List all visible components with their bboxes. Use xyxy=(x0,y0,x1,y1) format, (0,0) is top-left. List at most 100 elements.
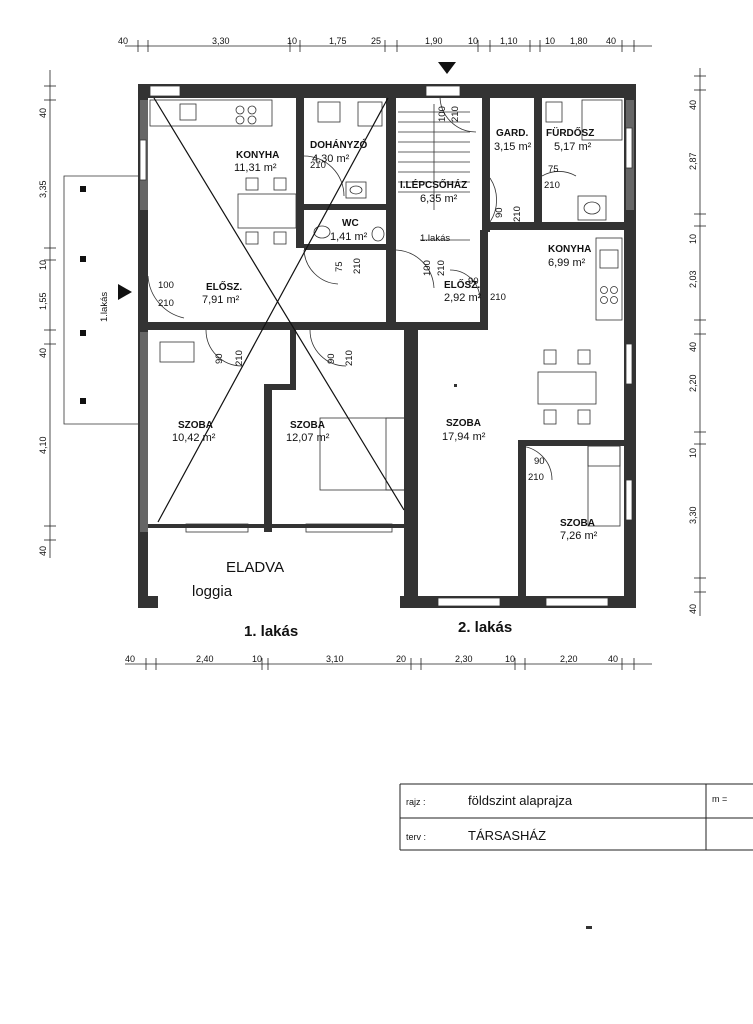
dim-top-1: 40 xyxy=(118,36,128,46)
bottom-dimension-line xyxy=(125,658,652,670)
title-block-rajz-label: rajz : xyxy=(406,797,426,807)
door-furdo-width: 75 xyxy=(548,164,559,175)
room-szoba-d-area: 7,26 m² xyxy=(560,530,598,542)
room-wc-area: 1,41 m² xyxy=(330,231,368,243)
door-szoba-d-width: 90 xyxy=(534,456,545,467)
room-dohanyzo: DOHÁNYZÓ 4,30 m² xyxy=(310,138,367,165)
room-szoba-b-area: 12,07 m² xyxy=(286,432,330,444)
door-wc-width: 75 xyxy=(334,261,345,272)
room-szoba-a-area: 10,42 m² xyxy=(172,432,216,444)
living-dining-table xyxy=(537,349,597,425)
title-block-scale-label: m = xyxy=(712,794,727,804)
dim-top-5: 25 xyxy=(371,36,381,46)
door-elosz2-height: 210 xyxy=(490,292,506,303)
dim-top-8: 1,10 xyxy=(500,36,518,46)
kitchen2-counter xyxy=(595,237,623,321)
dim-left-4: 1,55 xyxy=(38,292,48,310)
dim-top-2: 3,30 xyxy=(212,36,230,46)
room-konyha2: KONYHA 6,99 m² xyxy=(548,244,591,269)
dim-right-7: 10 xyxy=(688,448,698,458)
door-dohanyzo-height: 210 xyxy=(310,160,326,171)
room-szoba-a-name: SZOBA xyxy=(178,420,213,431)
wc-fixtures xyxy=(313,225,385,242)
room-szoba-c-name: SZOBA xyxy=(446,418,481,429)
interior-walls xyxy=(148,98,624,608)
dim-right-2: 2,87 xyxy=(688,152,698,170)
dim-left-3: 10 xyxy=(38,260,48,270)
room-szoba-c: SZOBA 17,94 m² xyxy=(442,418,486,443)
room-konyha2-name: KONYHA xyxy=(548,244,591,255)
kitchen1-counter xyxy=(149,99,273,127)
sold-label: ELADVA xyxy=(226,559,284,576)
dim-right-5: 40 xyxy=(688,342,698,352)
dim-right-8: 3,30 xyxy=(688,506,698,524)
room-eloszoba1-name: ELŐSZ. xyxy=(206,280,242,293)
unit-2-label: 2. lakás xyxy=(458,619,512,636)
door-stair-height: 210 xyxy=(450,106,461,122)
dim-left-2: 3,35 xyxy=(38,180,48,198)
dim-left-1: 40 xyxy=(38,108,48,118)
room-eloszoba2-area: 2,92 m² xyxy=(444,292,482,304)
top-dimension-line xyxy=(125,40,652,52)
dim-bottom-6: 2,30 xyxy=(455,654,473,664)
room-dohanyzo-area: 4,30 m² xyxy=(312,153,350,165)
kitchen1-dining-table xyxy=(237,177,297,245)
room-dohanyzo-name: DOHÁNYZÓ xyxy=(310,138,367,151)
entrance-arrow-top xyxy=(438,62,456,74)
dim-bottom-9: 40 xyxy=(608,654,618,664)
room-lepcsohaz-name: I.LÉPCSŐHÁZ xyxy=(400,178,467,191)
dim-right-3: 10 xyxy=(688,234,698,244)
door-szoba-b-height: 210 xyxy=(344,350,355,366)
room-konyha2-area: 6,99 m² xyxy=(548,257,586,269)
loggia-label: loggia xyxy=(192,583,233,600)
room-furdo: FÜRDŐSZ 5,17 m² xyxy=(546,126,594,153)
dim-top-7: 10 xyxy=(468,36,478,46)
room-konyha1: KONYHA 11,31 m² xyxy=(234,150,279,174)
dim-right-9: 40 xyxy=(688,604,698,614)
dim-right-6: 2,20 xyxy=(688,374,698,392)
room-gard-area: 3,15 m² xyxy=(494,141,532,153)
door-swings xyxy=(147,95,577,481)
door-szoba-a-height: 210 xyxy=(234,350,245,366)
dim-right-4: 2,03 xyxy=(688,270,698,288)
dim-top-11: 40 xyxy=(606,36,616,46)
bathroom-fixtures xyxy=(545,99,623,221)
scan-specks xyxy=(454,384,592,929)
room-konyha1-area: 11,31 m² xyxy=(234,162,277,174)
dim-top-10: 1,80 xyxy=(570,36,588,46)
dim-bottom-2: 2,40 xyxy=(196,654,214,664)
sold-cross-out xyxy=(153,97,405,523)
dim-top-3: 10 xyxy=(287,36,297,46)
title-block-rajz-value: földszint alaprajza xyxy=(468,793,573,808)
dim-bottom-7: 10 xyxy=(505,654,515,664)
door-elosz2-width: 90 xyxy=(468,276,479,287)
dim-bottom-4: 3,10 xyxy=(326,654,344,664)
door-stair-width: 100 xyxy=(437,106,448,122)
entrance-arrow-left xyxy=(118,284,132,300)
door-wc-height: 210 xyxy=(352,258,363,274)
title-block-terv-value: TÁRSASHÁZ xyxy=(468,828,546,843)
door-gard-width: 90 xyxy=(494,207,505,218)
door-ent1-height: 210 xyxy=(158,298,174,309)
door-ent2-height: 210 xyxy=(436,260,447,276)
left-dimension-line xyxy=(44,70,56,558)
dim-top-4: 1,75 xyxy=(329,36,347,46)
room-lepcsohaz-area: 6,35 m² xyxy=(420,193,458,205)
porch-outline xyxy=(63,175,138,425)
dim-left-5: 40 xyxy=(38,348,48,358)
dim-left-6: 4,10 xyxy=(38,436,48,454)
beds xyxy=(159,341,621,527)
dohanyzo-fixtures xyxy=(317,101,383,199)
room-furdo-name: FÜRDŐSZ xyxy=(546,126,594,139)
room-wc-name: WC xyxy=(342,218,359,229)
porch-columns xyxy=(80,186,86,404)
dim-right-1: 40 xyxy=(688,100,698,110)
right-dimension-line xyxy=(694,68,706,616)
dim-left-7: 40 xyxy=(38,546,48,556)
dim-bottom-5: 20 xyxy=(396,654,406,664)
door-furdo-height: 210 xyxy=(544,180,560,191)
dim-bottom-1: 40 xyxy=(125,654,135,664)
door-gard-height: 210 xyxy=(512,206,523,222)
room-szoba-d-name: SZOBA xyxy=(560,518,595,529)
